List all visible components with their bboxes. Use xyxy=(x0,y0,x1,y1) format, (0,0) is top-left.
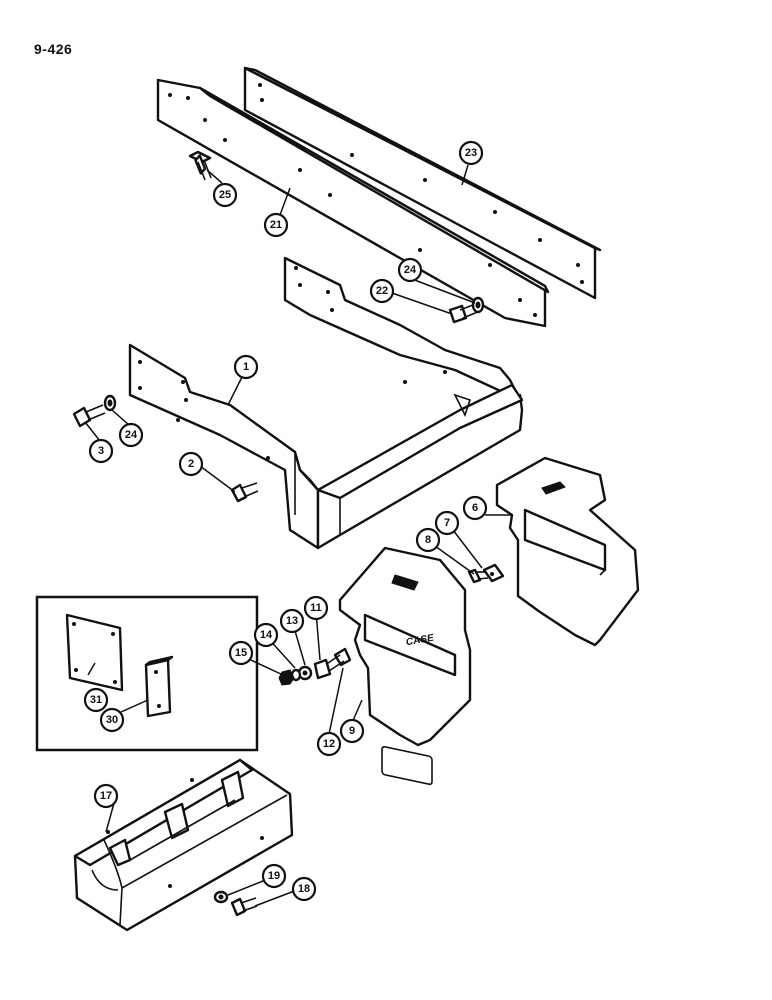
callout-13: 13 xyxy=(279,608,305,634)
callout-17: 17 xyxy=(93,783,119,809)
washer-24-lower xyxy=(103,394,117,412)
svg-text:24: 24 xyxy=(404,264,417,276)
plate-31 xyxy=(65,613,124,692)
svg-text:1: 1 xyxy=(243,361,249,373)
callout-12: 12 xyxy=(316,731,342,757)
svg-text:7: 7 xyxy=(444,517,450,529)
clamp-11 xyxy=(313,658,332,680)
svg-text:17: 17 xyxy=(100,790,112,802)
callout-3: 3 xyxy=(88,438,114,464)
svg-text:24: 24 xyxy=(125,429,138,441)
svg-text:21: 21 xyxy=(270,219,282,231)
callout-25: 25 xyxy=(212,182,238,208)
callout-9: 9 xyxy=(339,718,365,744)
svg-text:8: 8 xyxy=(425,534,431,546)
callout-2: 2 xyxy=(178,451,204,477)
plate-21 xyxy=(156,78,550,328)
svg-text:6: 6 xyxy=(472,502,478,514)
washer-19 xyxy=(213,890,229,904)
callout-11: 11 xyxy=(303,595,329,621)
callout-22: 23 xyxy=(458,140,484,166)
callout-7: 7 xyxy=(434,510,460,536)
page-code: 9-426 xyxy=(34,41,73,57)
callout-15: 15 xyxy=(228,640,254,666)
bracket-17 xyxy=(73,758,294,932)
weight-6 xyxy=(495,456,640,647)
svg-text:25: 25 xyxy=(219,189,231,201)
callout-14: 14 xyxy=(253,622,279,648)
callout-8: 8 xyxy=(415,527,441,553)
callout-23: 22 xyxy=(369,278,395,304)
svg-text:30: 30 xyxy=(106,714,118,726)
weight-9: CASE xyxy=(338,546,472,786)
nut-15 xyxy=(278,669,295,686)
bolt-2 xyxy=(230,482,259,503)
callout-19: 19 xyxy=(261,863,287,889)
callout-31: 31 xyxy=(83,687,109,713)
leader-lines xyxy=(84,164,512,907)
bolt-23 xyxy=(448,302,481,324)
plate-22 xyxy=(243,66,602,300)
svg-text:9: 9 xyxy=(349,725,355,737)
bolt-18 xyxy=(230,897,258,917)
svg-text:11: 11 xyxy=(310,602,322,614)
svg-text:15: 15 xyxy=(235,647,247,659)
callout-24-lower: 24 xyxy=(118,422,144,448)
svg-text:31: 31 xyxy=(90,694,102,706)
callout-6: 6 xyxy=(462,495,488,521)
callout-30: 30 xyxy=(99,707,125,733)
svg-text:19: 19 xyxy=(268,870,280,882)
svg-text:3: 3 xyxy=(98,445,104,457)
weight-logo xyxy=(381,745,433,786)
washer-24-upper xyxy=(471,296,485,314)
svg-text:18: 18 xyxy=(298,883,310,895)
svg-text:13: 13 xyxy=(286,615,298,627)
inset-box xyxy=(35,595,259,752)
svg-text:2: 2 xyxy=(188,458,194,470)
svg-text:22: 22 xyxy=(376,285,388,297)
svg-text:12: 12 xyxy=(323,738,335,750)
callout-21: 21 xyxy=(263,212,289,238)
bolt-3 xyxy=(72,404,106,428)
bolt-25 xyxy=(188,150,212,181)
logo-text: CASE xyxy=(406,633,434,649)
washer-13 xyxy=(297,665,313,681)
callout-24-upper: 24 xyxy=(397,257,423,283)
frame-1 xyxy=(128,256,524,550)
callout-1: 1 xyxy=(233,354,259,380)
svg-text:14: 14 xyxy=(260,629,273,641)
svg-text:23: 23 xyxy=(465,147,477,159)
bolt-12 xyxy=(324,647,352,672)
callout-18: 18 xyxy=(291,876,317,902)
clamp-7 xyxy=(482,563,505,583)
